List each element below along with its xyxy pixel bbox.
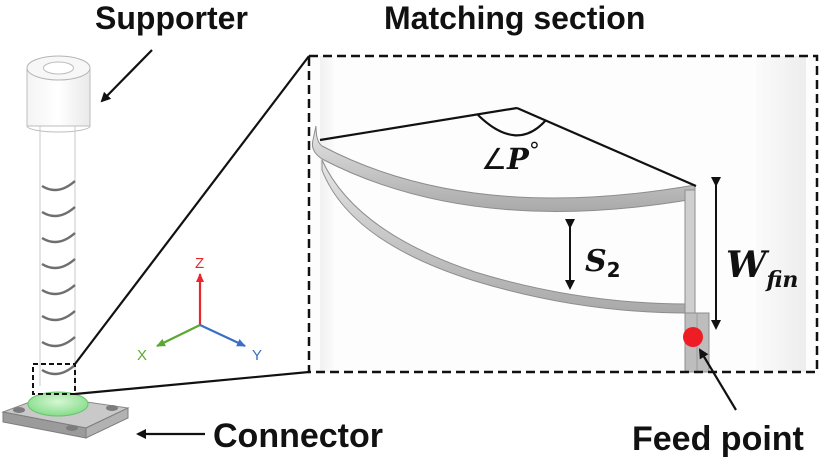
- feed-point-label: Feed point: [632, 420, 804, 458]
- supporter-label: Supporter: [95, 0, 248, 36]
- wfin-label: Wfin: [726, 244, 798, 293]
- axis-y-arrow: [199, 324, 246, 347]
- matching-section-label: Matching section: [384, 0, 645, 36]
- feed-point-marker: [683, 327, 703, 347]
- axis-z-label: Z: [195, 255, 204, 272]
- feed-point-arrow: [698, 348, 737, 411]
- s2-label: S2: [585, 244, 621, 282]
- antenna-model: [1, 55, 130, 439]
- coordinate-axes: Z X Y: [137, 255, 262, 364]
- helix-winding: [41, 180, 76, 376]
- supporter-arrow: [100, 49, 153, 103]
- zoom-projection-bottom: [74, 370, 310, 396]
- axis-y-label: Y: [252, 347, 262, 364]
- zoom-projection-top: [74, 55, 310, 365]
- supporter-tube: [26, 55, 91, 386]
- matching-strip: [311, 125, 710, 373]
- axis-x-label: X: [137, 347, 147, 364]
- inset-border: [307, 54, 819, 374]
- inset-bg-column-right: [756, 56, 806, 372]
- axis-x-arrow: [156, 324, 201, 347]
- matching-section-inset: ∠P° S2 Wfin: [307, 54, 819, 374]
- connector-plate: [1, 391, 130, 439]
- inset-bg-column-left: [320, 56, 334, 372]
- angle-p-label: ∠P°: [481, 139, 540, 176]
- zoom-box: [32, 363, 76, 395]
- connector-label: Connector: [213, 417, 383, 455]
- angle-p-indicator: [319, 106, 697, 188]
